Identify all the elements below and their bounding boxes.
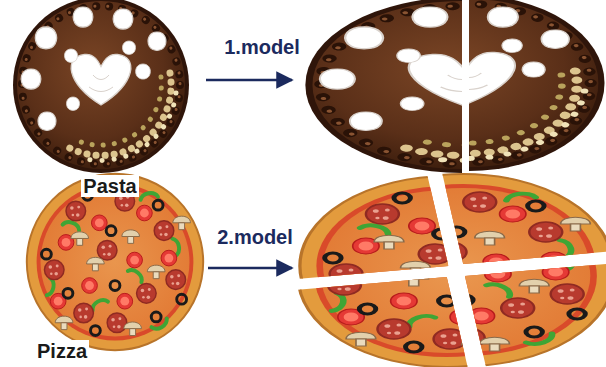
food-label: Pizza [35,340,89,362]
pizza-quarters [298,174,606,367]
food-label: Pasta [81,175,138,197]
arrow [206,79,292,82]
cake-half-right [333,0,604,171]
arrow [208,267,292,270]
model-label: 2.model [215,226,295,248]
model-label: 1.model [222,36,302,58]
pizza-whole [27,174,203,350]
cake-whole [13,0,189,173]
